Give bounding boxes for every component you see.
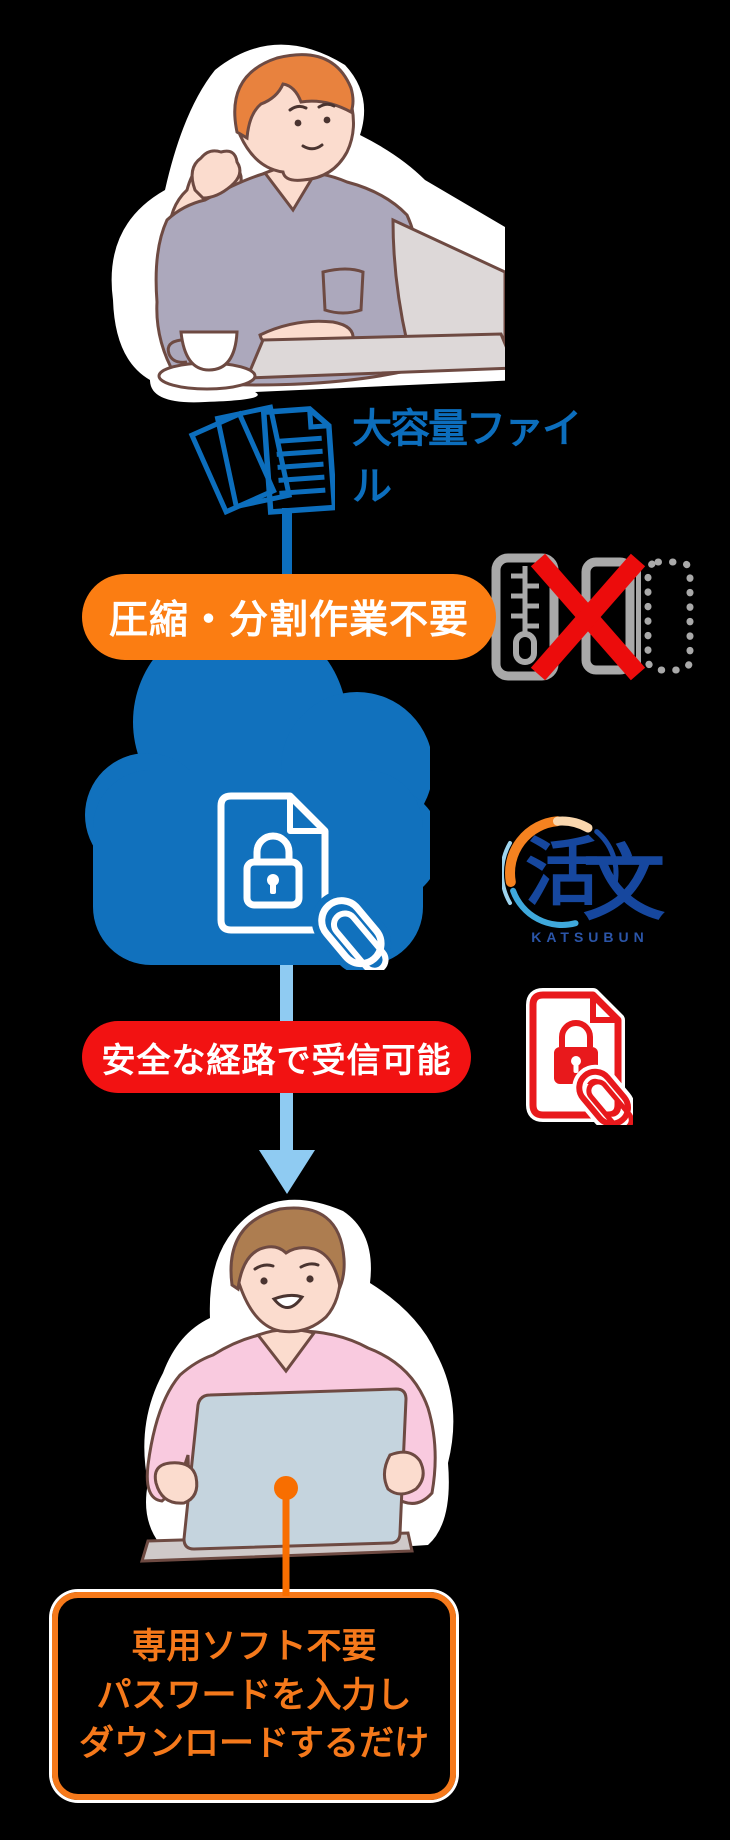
sender-eye-left (294, 119, 302, 127)
sender-illustration (111, 44, 505, 403)
logo-roman: KATSUBUN (531, 929, 649, 945)
coffee-cup (179, 330, 239, 372)
zip-split-crossed-icon (491, 553, 694, 681)
secure-locked-document-icon (526, 988, 633, 1125)
receiver-hand-right (383, 1450, 425, 1496)
receiver-brow-right (299, 1262, 320, 1269)
sender-eye-right (323, 116, 331, 124)
zip-file-icon (491, 553, 559, 681)
logo-arc-outer (502, 841, 512, 905)
callout-dot (274, 1476, 298, 1500)
secure-route-badge: 安全な経路で受信可能 (82, 1021, 471, 1093)
note-line-1: 専用ソフト不要 (131, 1627, 377, 1667)
red-keyhole (571, 1056, 581, 1073)
sender-hand (190, 149, 242, 200)
callout-connector (274, 1476, 298, 1596)
note-line-3: ダウンロードするだけ (78, 1724, 429, 1764)
receiver-hand-left (153, 1461, 199, 1505)
receiver-eye-left (260, 1277, 268, 1285)
red-lock-shackle (559, 1020, 593, 1047)
sender-brow-left (288, 104, 308, 112)
paperclip-icon (311, 890, 392, 970)
keyhole (267, 874, 279, 894)
red-paperclip-icon (572, 1064, 633, 1125)
sender-mouth (301, 143, 324, 151)
compression-badge-label: 圧縮・分割作業不要 (108, 599, 469, 642)
logo-arc-lightblue (510, 887, 579, 928)
file-stack-icon (188, 404, 335, 516)
note-line-2: パスワードを入力し (96, 1675, 412, 1715)
logo-arc-cream (553, 816, 593, 833)
receiver-eye-right (306, 1275, 314, 1283)
sender-brow-right (317, 102, 336, 109)
sender-hair (233, 53, 355, 141)
receiver-mouth (271, 1293, 305, 1309)
red-cross-icon (530, 553, 646, 681)
note-box: 専用ソフト不要 パスワードを入力し ダウンロードするだけ (52, 1592, 456, 1800)
logo-kanji-katsu: 活 (525, 830, 599, 916)
logo-arc-orange (505, 816, 563, 887)
split-document-icon (581, 557, 694, 675)
secure-badge-label: 安全な経路で受信可能 (101, 1041, 452, 1080)
katsubun-logo: 活 文 KATSUBUN (502, 816, 665, 945)
receiver-illustration (139, 1199, 454, 1563)
logo-arc-navy (594, 829, 619, 885)
compression-not-needed-badge: 圧縮・分割作業不要 (82, 574, 496, 660)
sender-shirt-pocket (321, 267, 365, 315)
receiver-hair (229, 1206, 346, 1293)
receiver-brow-left (253, 1263, 275, 1271)
sender-laptop-base (244, 332, 505, 380)
logo-kanji-bun: 文 (583, 837, 665, 932)
front-document (260, 406, 335, 515)
receiver-laptop-lid (182, 1387, 408, 1551)
large-file-label: 大容量ファイル (352, 407, 582, 509)
cloud-storage-icon (85, 615, 430, 970)
coffee-cup-handle (166, 338, 188, 364)
